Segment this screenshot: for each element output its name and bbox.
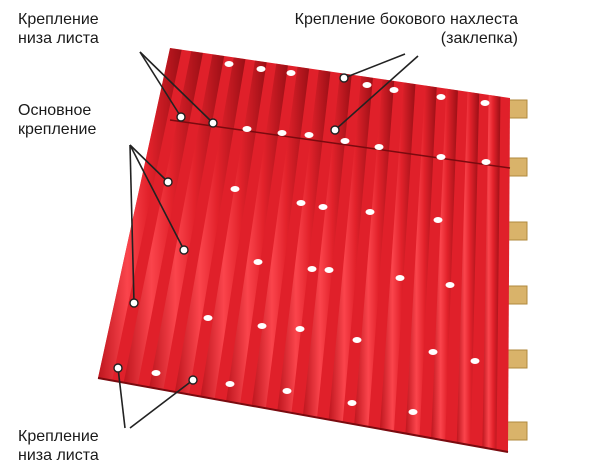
corrugation-rib [431, 88, 458, 441]
corrugation-rib [123, 51, 203, 386]
corrugation-rib [482, 94, 501, 450]
corrugation-rib [354, 79, 395, 427]
rivet-dot [282, 388, 292, 394]
callout-line-side-2 [334, 55, 419, 131]
sheet-bottom-edge [97, 377, 509, 453]
rivet-dot [242, 126, 252, 132]
rivet-dot [340, 138, 350, 144]
rivet-dot [296, 200, 306, 206]
corrugation-rib [98, 48, 182, 381]
rivet-dot [318, 204, 328, 210]
callout-point [129, 298, 139, 308]
callout-line-main-3 [129, 144, 135, 304]
rivet-dot [304, 132, 314, 138]
callout-point [188, 375, 198, 385]
rivet-dot [286, 70, 296, 76]
rivet-dot [253, 259, 263, 265]
rivet-dot [295, 326, 305, 332]
rivet-dot [347, 400, 357, 406]
corrugation-rib [405, 85, 437, 437]
callout-lines [117, 51, 419, 429]
rivet-dot [445, 282, 455, 288]
batten [504, 421, 528, 441]
corrugation-rib [149, 54, 225, 390]
rivet-dot [225, 381, 235, 387]
rivet-dot [230, 186, 240, 192]
corrugation-rib [226, 63, 288, 404]
rivet-dot [151, 370, 161, 376]
rivet-dot [481, 159, 491, 165]
corrugation-ribs [98, 48, 501, 450]
rivet-dot [436, 94, 446, 100]
callout-line-bottom-top-1 [139, 51, 182, 118]
rivet-dot [256, 66, 266, 72]
rivet-dot [428, 349, 438, 355]
rivet-dot [324, 267, 334, 273]
callout-point [176, 112, 186, 122]
callout-line-side-1 [343, 53, 406, 79]
label-bottom-fastening-bottom: Крепление низа листа [18, 428, 99, 464]
side-overlap-seam [169, 119, 511, 169]
rivet-dot [352, 337, 362, 343]
callout-point [179, 245, 189, 255]
rivet-dot [480, 100, 490, 106]
rivet-dot [277, 130, 287, 136]
callout-point [163, 177, 173, 187]
rivet-dot [374, 144, 384, 150]
corrugation-rib [200, 60, 267, 400]
callout-point [113, 363, 123, 373]
rivet-dot [433, 217, 443, 223]
callout-line-main-1 [129, 144, 169, 183]
rivet-dot [436, 154, 446, 160]
corrugation-rib [251, 66, 310, 409]
rivet-dot [389, 87, 399, 93]
callout-point [339, 73, 349, 83]
fastener-points [151, 61, 491, 415]
callout-line-main-2 [129, 144, 185, 251]
rivet-dot [470, 358, 480, 364]
corrugation-rib [277, 69, 331, 413]
label-bottom-fastening-top: Крепление низа листа [18, 11, 99, 47]
label-main-fastening: Основное крепление [18, 102, 97, 138]
corrugation-rib [303, 73, 352, 418]
callout-point [208, 118, 218, 128]
corrugation-rib [379, 82, 416, 432]
corrugation-rib [456, 91, 480, 446]
callout-line-bottom-2 [129, 379, 194, 429]
rivet-dot [408, 409, 418, 415]
callout-points [113, 73, 349, 385]
rivet-dot [307, 266, 317, 272]
callout-line-bottom-1 [117, 367, 126, 429]
rivet-dot [257, 323, 267, 329]
label-side-overlap: Крепление бокового нахлеста (заклепка) [294, 11, 518, 47]
callout-point [330, 125, 340, 135]
rivet-dot [203, 315, 213, 321]
rivet-dot [362, 82, 372, 88]
corrugation-rib [328, 76, 373, 423]
rivet-dot [365, 209, 375, 215]
rivet-dot [224, 61, 234, 67]
corrugation-rib [174, 57, 246, 395]
rivet-dot [395, 275, 405, 281]
callout-line-bottom-top-2 [139, 51, 214, 124]
